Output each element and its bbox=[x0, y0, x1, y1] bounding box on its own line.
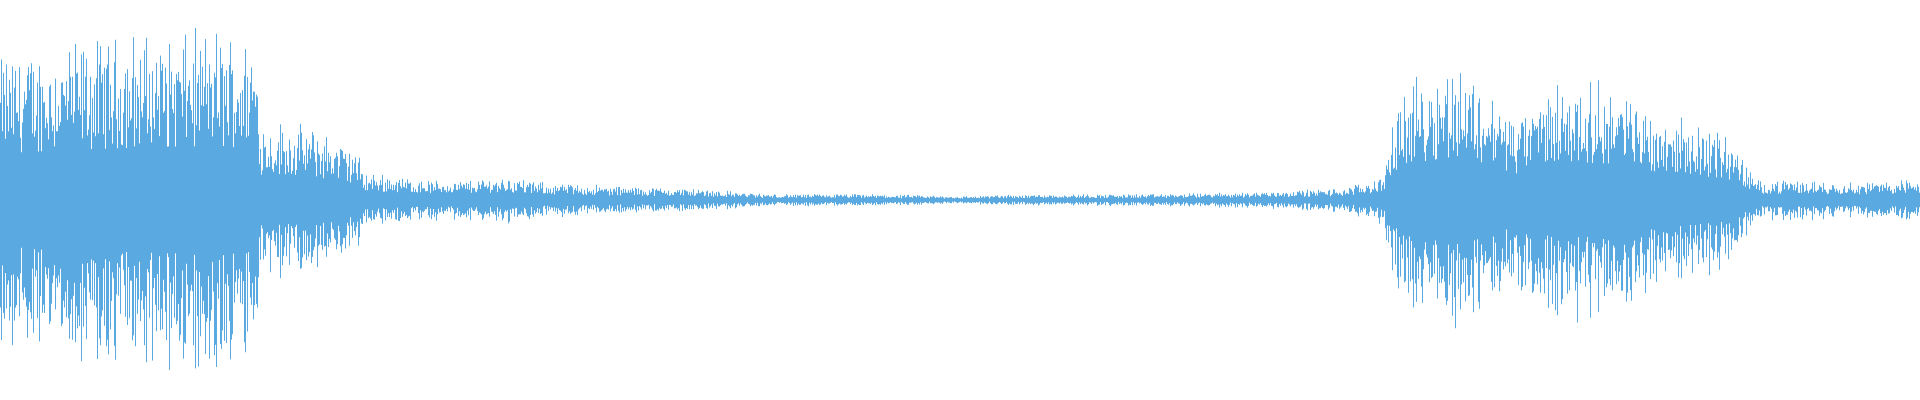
waveform-bars bbox=[0, 28, 1920, 370]
waveform-core bbox=[0, 145, 1920, 255]
